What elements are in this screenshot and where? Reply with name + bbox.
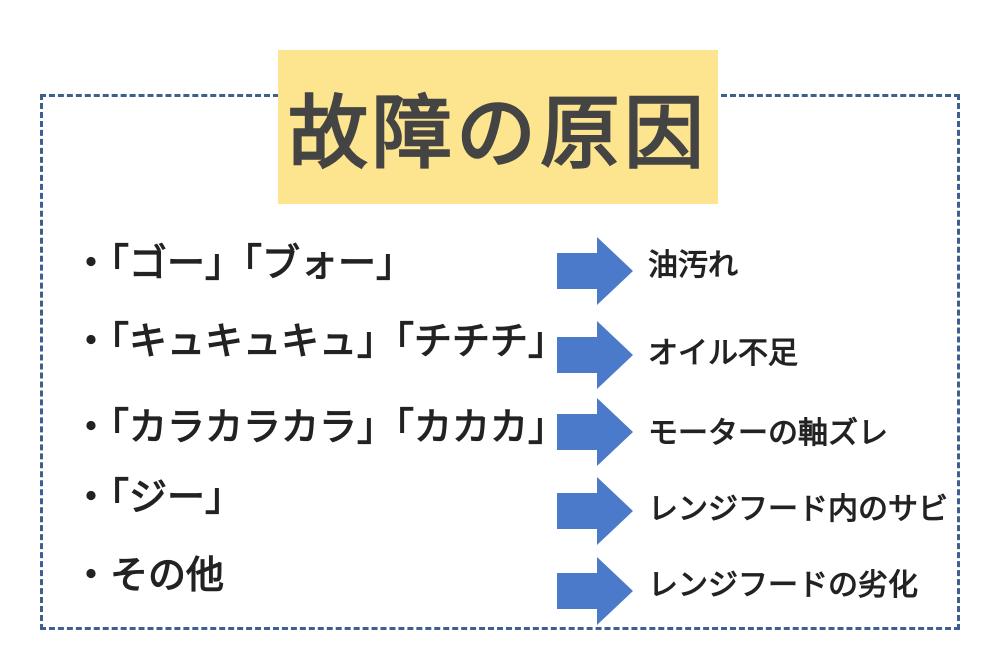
right-arrow-icon [557,477,633,545]
sound-item-1: ・「ゴー」「ブォー」 [72,241,415,285]
sound-item-4: ・「ジー」 [72,475,244,519]
sound-item-2: ・「キュキュキュ」「チチチ」 [72,319,567,363]
right-arrow-icon [557,557,633,625]
cause-item-5: レンジフードの劣化 [648,568,918,603]
right-arrow-icon [557,321,633,389]
right-arrow-icon [557,237,633,305]
cause-item-4: レンジフード内のサビ [648,492,948,527]
right-arrow-icon [557,398,633,466]
page-title: 故障の原因 [288,87,708,180]
sound-item-3: ・「カラカラカラ」「カカカ」 [72,405,567,449]
sound-item-5: ・その他 [72,553,225,597]
cause-item-2: オイル不足 [648,336,798,371]
title-box: 故障の原因 [278,50,718,204]
cause-item-3: モーターの軸ズレ [648,416,888,451]
cause-item-1: 油汚れ [648,248,738,283]
